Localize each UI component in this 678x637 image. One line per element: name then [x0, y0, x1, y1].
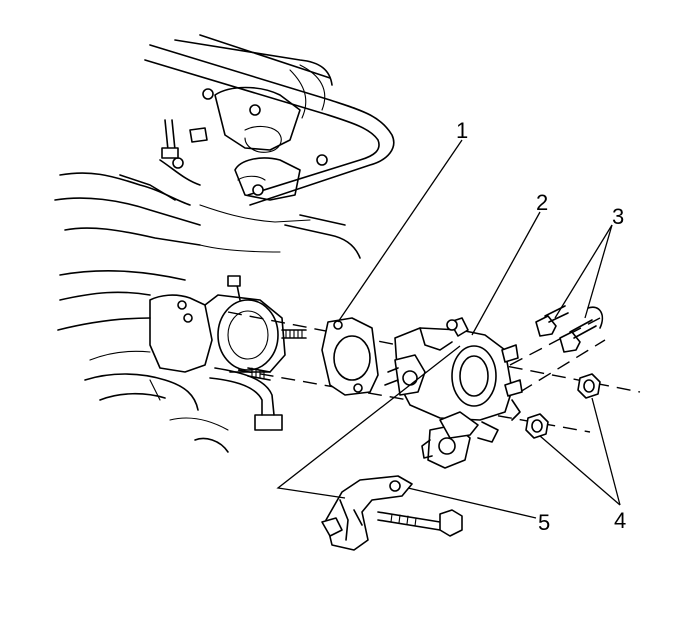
leader-lines [276, 139, 621, 519]
throttle-body [384, 317, 523, 469]
gasket [321, 317, 379, 396]
callout-1: 1 [456, 118, 468, 143]
engine-background [54, 34, 395, 453]
callout-labels: 1 2 3 4 5 [456, 118, 626, 535]
callout-5: 5 [538, 510, 550, 535]
callout-4: 4 [614, 508, 626, 533]
callout-3: 3 [612, 204, 624, 229]
bolts [535, 305, 604, 353]
callout-2: 2 [536, 190, 548, 215]
nuts [525, 373, 601, 439]
bracket [321, 475, 463, 551]
